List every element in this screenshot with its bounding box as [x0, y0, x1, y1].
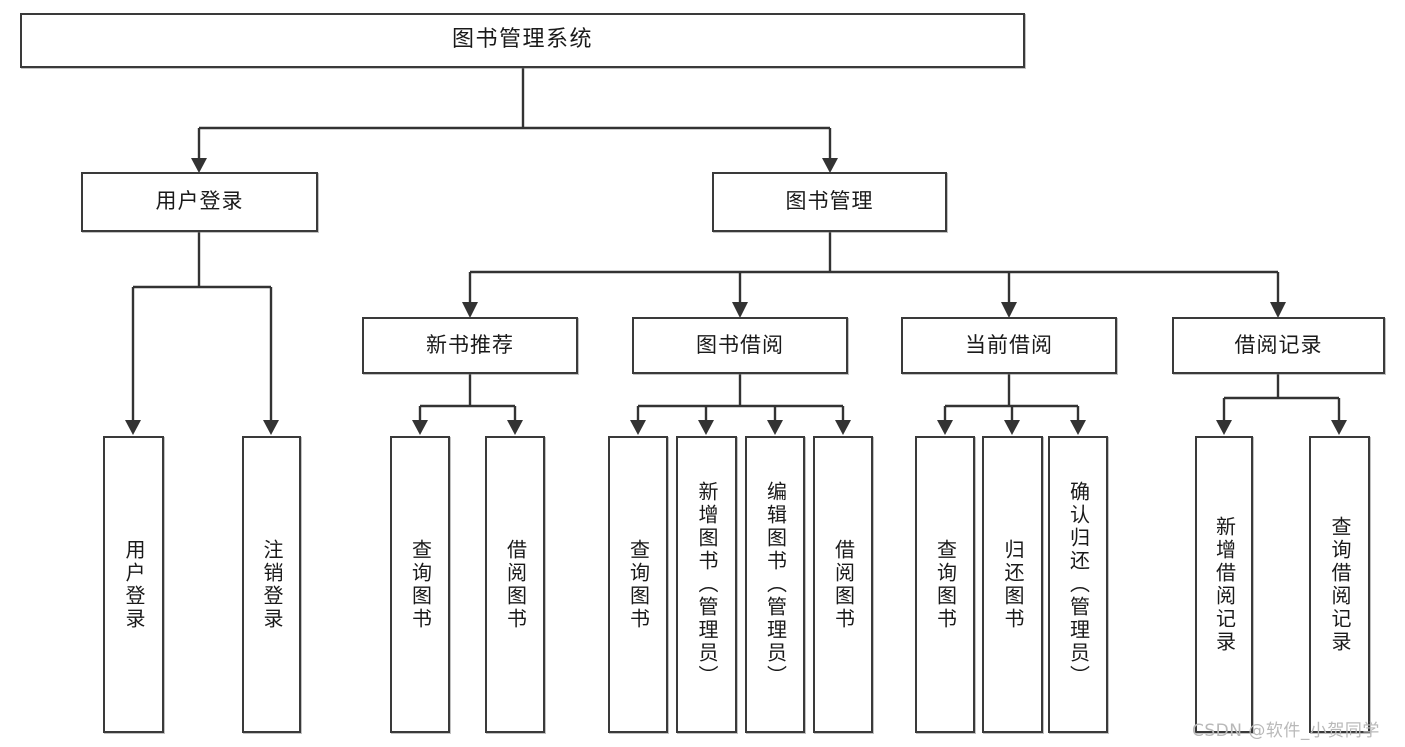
arrowhead-leaf-query-book-2 [630, 420, 646, 435]
node-current-borrow[interactable]: 当前借阅 [901, 317, 1117, 374]
node-leaf-edit-book[interactable]: 编辑图书（管理员） [745, 436, 805, 733]
node-leaf-query-book-2-label: 查询图书 [626, 538, 651, 631]
node-leaf-borrow-book-2[interactable]: 借阅图书 [813, 436, 873, 733]
node-book-borrow-label: 图书借阅 [696, 332, 784, 357]
node-leaf-add-book[interactable]: 新增图书（管理员） [676, 436, 737, 733]
node-current-borrow-label: 当前借阅 [965, 332, 1053, 357]
node-leaf-query-book-1-label: 查询图书 [408, 538, 433, 631]
arrowhead-leaf-add-record [1216, 420, 1232, 435]
node-leaf-add-book-label: 新增图书（管理员） [695, 481, 719, 688]
arrowhead-new-book-rec [462, 302, 478, 318]
arrowhead-leaf-borrow-book-1 [507, 420, 523, 435]
arrowhead-book-borrow [732, 302, 748, 318]
node-leaf-confirm-return[interactable]: 确认归还（管理员） [1048, 436, 1108, 733]
node-leaf-query-record[interactable]: 查询借阅记录 [1309, 436, 1370, 733]
node-leaf-query-record-label: 查询借阅记录 [1328, 515, 1352, 654]
arrowhead-leaf-edit-book [767, 420, 783, 435]
node-leaf-borrow-book-2-label: 借阅图书 [831, 538, 856, 631]
node-leaf-query-book-3-label: 查询图书 [933, 538, 958, 631]
node-leaf-borrow-book-1[interactable]: 借阅图书 [485, 436, 545, 733]
node-root-label: 图书管理系统 [451, 27, 593, 53]
node-book-manage-label: 图书管理 [785, 189, 874, 214]
node-borrow-record[interactable]: 借阅记录 [1172, 317, 1385, 374]
node-book-borrow[interactable]: 图书借阅 [632, 317, 848, 374]
arrowhead-leaf-add-book [698, 420, 714, 435]
node-user-login[interactable]: 用户登录 [81, 172, 318, 232]
arrowhead-user-login [191, 158, 207, 173]
node-leaf-user-login[interactable]: 用户登录 [103, 436, 164, 733]
arrowhead-leaf-user-login [125, 420, 141, 435]
node-leaf-add-record-label: 新增借阅记录 [1212, 515, 1237, 654]
node-leaf-return-book-label: 归还图书 [1001, 538, 1025, 631]
node-leaf-query-book-2[interactable]: 查询图书 [608, 436, 668, 733]
arrowhead-leaf-confirm-return [1070, 420, 1086, 435]
node-leaf-add-record[interactable]: 新增借阅记录 [1195, 436, 1253, 733]
node-leaf-confirm-return-label: 确认归还（管理员） [1066, 481, 1091, 688]
node-leaf-user-logout[interactable]: 注销登录 [242, 436, 301, 733]
arrowhead-book-manage [822, 158, 838, 173]
node-leaf-query-book-1[interactable]: 查询图书 [390, 436, 450, 733]
node-leaf-borrow-book-1-label: 借阅图书 [503, 538, 528, 631]
node-user-login-label: 用户登录 [155, 189, 244, 214]
node-new-book-rec-label: 新书推荐 [426, 332, 514, 357]
csdn-watermark: CSDN @软件_小贺同学 [1192, 721, 1380, 741]
arrowhead-leaf-user-logout [263, 420, 279, 435]
arrowhead-leaf-query-record [1331, 420, 1347, 435]
arrowhead-leaf-borrow-book-2 [835, 420, 851, 435]
node-leaf-return-book[interactable]: 归还图书 [982, 436, 1043, 733]
node-leaf-user-logout-label: 注销登录 [260, 538, 284, 631]
node-book-manage[interactable]: 图书管理 [712, 172, 947, 232]
arrowhead-leaf-return-book [1004, 420, 1020, 435]
node-leaf-edit-book-label: 编辑图书（管理员） [763, 481, 788, 688]
node-leaf-query-book-3[interactable]: 查询图书 [915, 436, 975, 733]
arrowhead-borrow-record [1270, 302, 1286, 318]
arrowhead-leaf-query-book-3 [937, 420, 953, 435]
node-borrow-record-label: 借阅记录 [1234, 332, 1323, 357]
arrowhead-current-borrow [1001, 302, 1017, 318]
node-leaf-user-login-label: 用户登录 [122, 538, 146, 631]
arrowhead-leaf-query-book-1 [412, 420, 428, 435]
node-new-book-rec[interactable]: 新书推荐 [362, 317, 578, 374]
node-root[interactable]: 图书管理系统 [20, 13, 1025, 68]
